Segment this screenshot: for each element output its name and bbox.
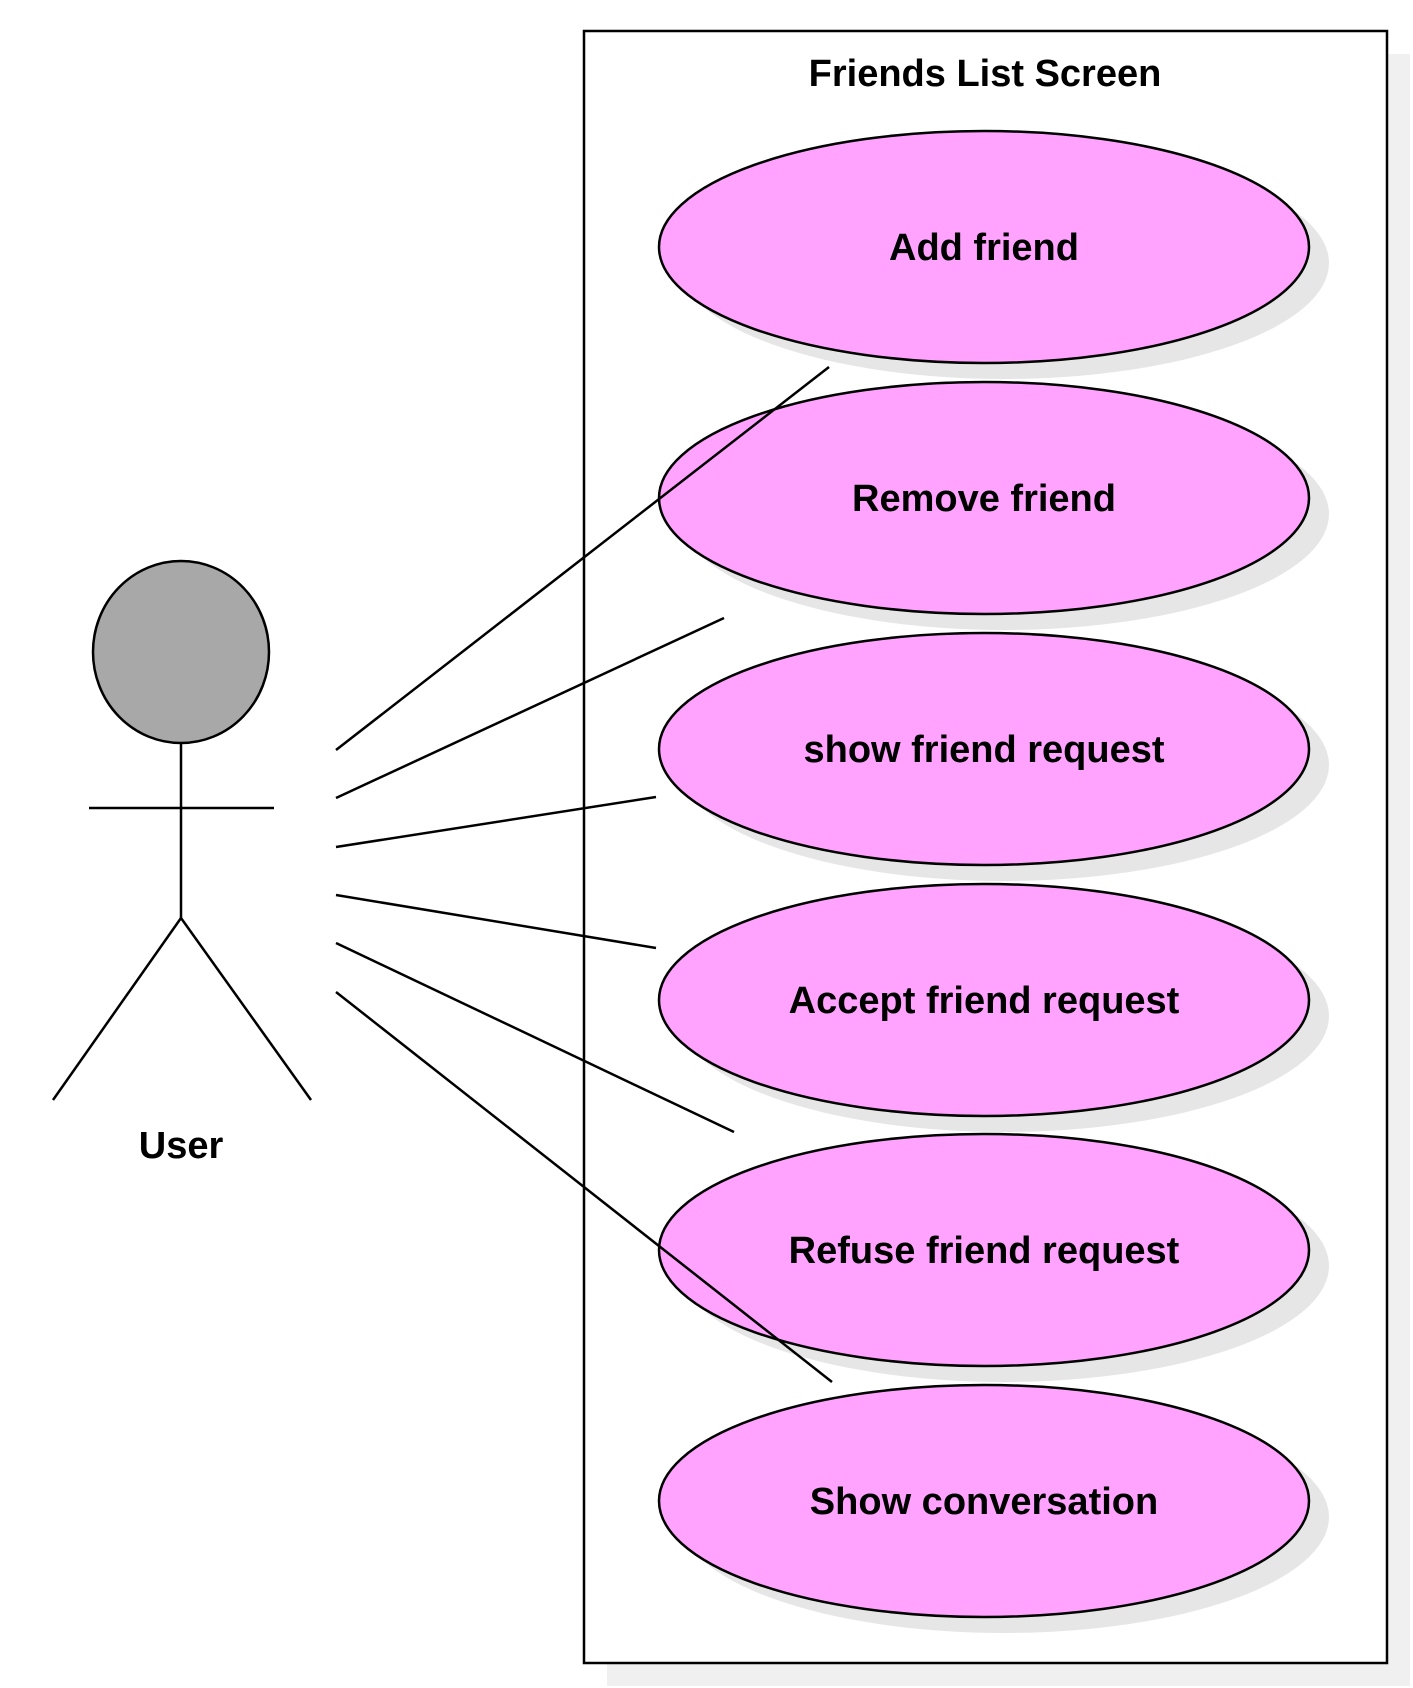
association-layer [335,366,833,1383]
actor-right-leg [179,917,313,1101]
actor-name: User [139,1125,224,1167]
use-case-label: Show conversation [810,1481,1158,1523]
use-case-remove-friend: Remove friend [657,380,1329,630]
association-line-accept-friend-request [335,893,657,950]
use-case-ellipse [657,129,1311,365]
use-case-label: Accept friend request [789,980,1180,1022]
actor-user: User [51,559,313,1167]
association-line-show-friend-request [335,795,657,849]
use-case-ellipse [657,882,1311,1118]
association-line-remove-friend [335,616,725,800]
use-case-accept-friend-request: Accept friend request [657,882,1329,1132]
use-case-show-friend-request: show friend request [657,631,1329,881]
use-case-label: show friend request [803,729,1164,771]
use-case-label: Add friend [889,227,1079,269]
use-case-refuse-friend-request: Refuse friend request [657,1132,1329,1382]
use-case-label: Remove friend [852,478,1116,520]
use-case-ellipse [657,631,1311,867]
use-case-ellipse [657,1132,1311,1368]
use-case-label: Refuse friend request [789,1230,1180,1272]
association-line-refuse-friend-request [335,941,735,1134]
actor-left-leg [51,917,183,1101]
use-case-ellipse [657,1383,1311,1619]
use-case-add-friend: Add friend [657,129,1329,379]
actor-head [91,559,271,745]
association-line-add-friend [335,366,830,751]
association-line-show-conversation [335,991,833,1383]
system-title: Friends List Screen [809,53,1162,95]
use-case-show-conversation: Show conversation [657,1383,1329,1633]
